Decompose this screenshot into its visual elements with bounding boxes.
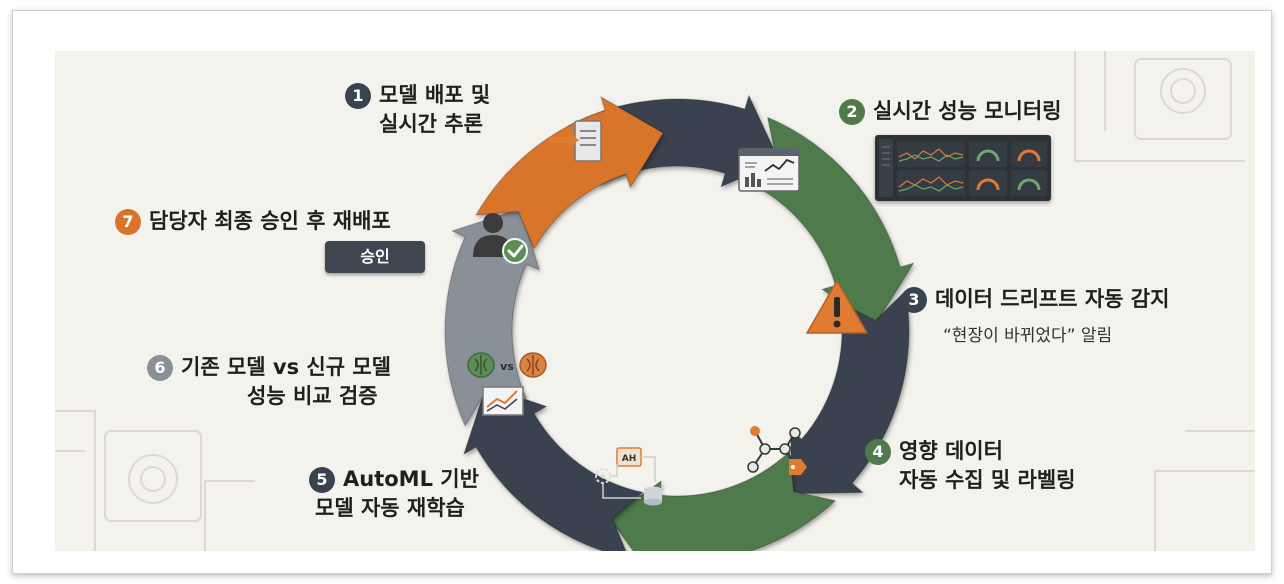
- step-4-line-2: 자동 수집 및 라벨링: [899, 468, 1076, 492]
- step-2-line-1: 실시간 성능 모니터링: [873, 99, 1062, 123]
- step-5-label: 5 AutoML 기반 모델 자동 재학습: [309, 465, 479, 523]
- step-7-line-1: 담당자 최종 승인 후 재배포: [149, 209, 391, 233]
- cycle-arrow-step-7: [475, 95, 664, 250]
- chart-monitor-icon: [738, 148, 800, 192]
- step-1-line-1: 모델 배포 및: [379, 83, 491, 107]
- dashboard-charts: [879, 139, 1047, 197]
- step-3-label: 3 데이터 드리프트 자동 감지: [901, 285, 1169, 314]
- server-icon: [549, 120, 602, 162]
- cycle-arrow-step-4: [608, 450, 837, 551]
- brain-compare-icon: vs: [467, 352, 547, 416]
- step-1-label: 1 모델 배포 및 실시간 추론: [345, 81, 490, 139]
- background-decoration: [55, 51, 1255, 551]
- step-2-number: 2: [839, 99, 865, 125]
- step-5-number: 5: [309, 467, 335, 493]
- step-1-line-2: 실시간 추론: [379, 112, 483, 136]
- warning-icon: [806, 280, 868, 334]
- cycle-arrow-step-5: [463, 385, 644, 551]
- step-4-label: 4 영향 데이터 자동 수집 및 라벨링: [865, 437, 1076, 495]
- step-6-line-2: 성능 비교 검증: [247, 384, 378, 408]
- step-3-number: 3: [901, 287, 927, 313]
- user-check-icon: [473, 213, 528, 264]
- svg-text:AH: AH: [622, 454, 637, 464]
- step-7-number: 7: [115, 209, 141, 235]
- diagram-canvas: AH vs: [55, 51, 1255, 551]
- step-4-number: 4: [865, 439, 891, 465]
- step-3-line-1: 데이터 드리프트 자동 감지: [935, 287, 1170, 311]
- cycle-diagram: AH vs: [444, 94, 915, 551]
- step-6-number: 6: [147, 355, 173, 381]
- step-4-line-1: 영향 데이터: [899, 439, 1003, 463]
- monitoring-dashboard-graphic: [875, 135, 1051, 201]
- svg-text:vs: vs: [500, 360, 514, 373]
- step-2-label: 2 실시간 성능 모니터링: [839, 97, 1062, 126]
- step-5-line-2: 모델 자동 재학습: [315, 496, 465, 520]
- step-5-line-1: AutoML 기반: [343, 467, 479, 491]
- step-6-label: 6 기존 모델 vs 신규 모델 성능 비교 검증: [147, 353, 391, 411]
- step-3-sublabel: “현장이 바뀌었다” 알림: [943, 326, 1113, 346]
- data-tag-icon: [747, 426, 807, 475]
- cycle-icons: AH vs: [467, 120, 868, 506]
- step-7-label: 7 담당자 최종 승인 후 재배포: [115, 207, 391, 236]
- step-6-line-1: 기존 모델 vs 신규 모델: [181, 355, 391, 379]
- automl-icon: AH: [595, 447, 662, 506]
- step-1-number: 1: [345, 83, 371, 109]
- image-frame: AH vs: [12, 10, 1272, 574]
- approve-button[interactable]: 승인: [325, 241, 425, 273]
